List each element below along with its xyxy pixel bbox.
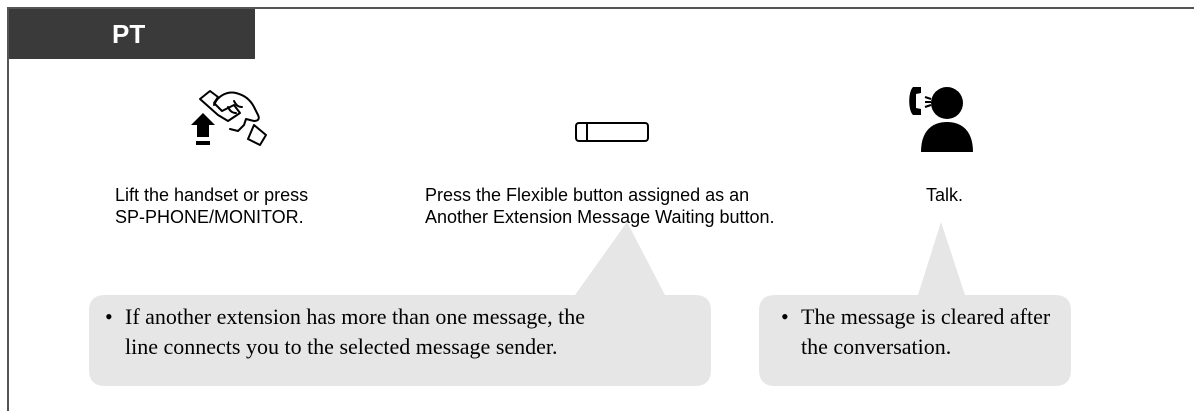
talk-icon xyxy=(909,87,973,152)
step-2-label: Press the Flexible button assigned as an… xyxy=(425,185,775,227)
step-1-label: Lift the handset or press SP-PHONE/MONIT… xyxy=(115,185,309,227)
callout-2-note: • The message is cleared after the conve… xyxy=(781,304,1051,359)
pt-tab-label: PT xyxy=(112,19,146,49)
frame-top-border xyxy=(7,7,1194,9)
bullet: • xyxy=(105,304,113,329)
callout-1-note: • If another extension has more than one… xyxy=(105,304,586,359)
pt-tab: PT xyxy=(9,9,255,59)
step-3-label: Talk. xyxy=(926,185,964,205)
callout-2-shape xyxy=(759,222,1071,386)
frame-left-border xyxy=(7,7,9,411)
flexible-button-icon xyxy=(575,122,649,142)
lift-handset-icon xyxy=(191,90,267,146)
bullet: • xyxy=(781,304,789,329)
callout-1-shape xyxy=(89,222,711,386)
